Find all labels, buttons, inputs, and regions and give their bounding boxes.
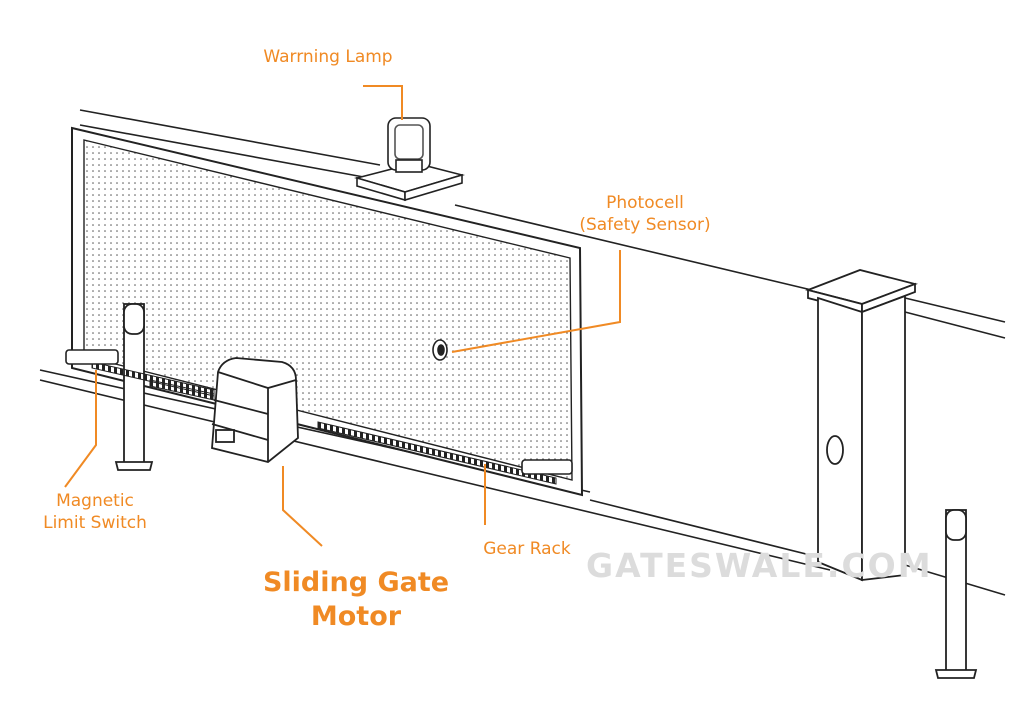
- photocell-label-line2: (Safety Sensor): [579, 215, 711, 235]
- warning-lamp-label: Warrning Lamp: [263, 47, 393, 67]
- right-pillar: [805, 269, 918, 582]
- motor-label: Sliding Gate Motor: [246, 566, 466, 634]
- gear-rack: [91, 361, 557, 485]
- gate-panel: [71, 126, 584, 497]
- limit-switch-label-line2: Limit Switch: [43, 513, 147, 533]
- left-photocell-post: [114, 303, 154, 471]
- gear-rack-label: Gear Rack: [483, 539, 571, 559]
- right-photocell-post: [934, 509, 978, 679]
- leader-lines: [64, 85, 621, 547]
- motor-label-line2: Motor: [310, 601, 402, 632]
- warning-lamp-icon: [387, 117, 431, 173]
- motor-label-line1: Sliding Gate: [262, 567, 450, 598]
- watermark: GATESWALE.COM: [586, 546, 933, 585]
- limit-switch-label-line1: Magnetic: [56, 491, 134, 511]
- photocell-icon: [432, 339, 448, 361]
- motor-icon: [211, 357, 299, 463]
- photocell-label: Photocell (Safety Sensor): [560, 192, 730, 236]
- limit-switch-label: Magnetic Limit Switch: [30, 490, 160, 534]
- photocell-label-line1: Photocell: [606, 193, 684, 213]
- lamp-pillar: [353, 162, 465, 202]
- magnetic-limit-switch-icon: [65, 349, 573, 475]
